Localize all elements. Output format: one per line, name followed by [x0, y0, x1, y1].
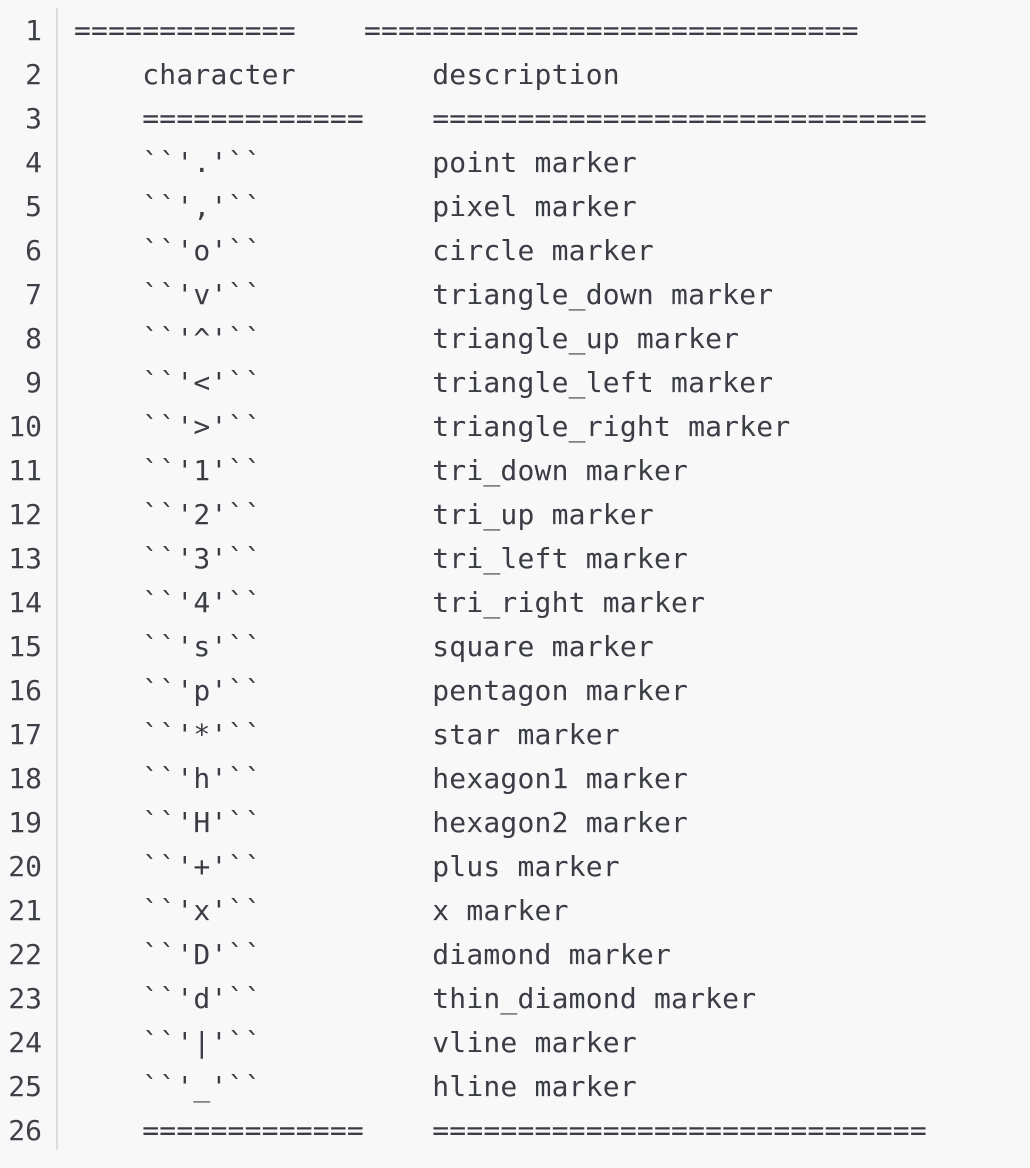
line-text[interactable]: ``'d'`` thin_diamond marker [74, 982, 757, 1015]
line-number: 9 [25, 366, 42, 399]
code-line[interactable]: 21 ``'x'`` x marker [0, 889, 1030, 933]
line-text[interactable]: ``'p'`` pentagon marker [74, 674, 689, 707]
line-text[interactable]: ``'<'`` triangle_left marker [74, 366, 774, 399]
line-number: 16 [8, 674, 42, 707]
line-number: 13 [8, 542, 42, 575]
code-line[interactable]: 13 ``'3'`` tri_left marker [0, 537, 1030, 581]
line-text[interactable]: ``'.'`` point marker [74, 146, 637, 179]
line-number: 7 [25, 278, 42, 311]
code-line[interactable]: 26 ============= =======================… [0, 1109, 1030, 1153]
line-text[interactable]: ``'D'`` diamond marker [74, 938, 672, 971]
code-line[interactable]: 22 ``'D'`` diamond marker [0, 933, 1030, 977]
code-line[interactable]: 6 ``'o'`` circle marker [0, 229, 1030, 273]
line-text[interactable]: ``'^'`` triangle_up marker [74, 322, 740, 355]
code-line[interactable]: 11 ``'1'`` tri_down marker [0, 449, 1030, 493]
code-line[interactable]: 9 ``'<'`` triangle_left marker [0, 361, 1030, 405]
line-text[interactable]: ``'_'`` hline marker [74, 1070, 637, 1103]
code-line[interactable]: 12 ``'2'`` tri_up marker [0, 493, 1030, 537]
line-text[interactable]: ``'*'`` star marker [74, 718, 620, 751]
line-text[interactable]: ``'2'`` tri_up marker [74, 498, 654, 531]
line-number: 12 [8, 498, 42, 531]
line-number: 2 [25, 58, 42, 91]
line-number: 10 [8, 410, 42, 443]
line-number: 5 [25, 190, 42, 223]
line-text[interactable]: ``'H'`` hexagon2 marker [74, 806, 689, 839]
code-line[interactable]: 16 ``'p'`` pentagon marker [0, 669, 1030, 713]
code-line[interactable]: 4 ``'.'`` point marker [0, 141, 1030, 185]
line-number: 11 [8, 454, 42, 487]
line-number: 25 [8, 1070, 42, 1103]
line-number: 15 [8, 630, 42, 663]
line-text[interactable]: ============= ==========================… [74, 14, 859, 47]
line-text[interactable]: ============= ==========================… [74, 102, 927, 135]
code-line[interactable]: 23 ``'d'`` thin_diamond marker [0, 977, 1030, 1021]
code-line[interactable]: 25 ``'_'`` hline marker [0, 1065, 1030, 1109]
code-line[interactable]: 2 character description [0, 53, 1030, 97]
line-number: 18 [8, 762, 42, 795]
code-line[interactable]: 8 ``'^'`` triangle_up marker [0, 317, 1030, 361]
code-line[interactable]: 17 ``'*'`` star marker [0, 713, 1030, 757]
line-text[interactable]: ``'x'`` x marker [74, 894, 569, 927]
line-text[interactable]: ``'>'`` triangle_right marker [74, 410, 791, 443]
line-number: 3 [25, 102, 42, 135]
line-text[interactable]: ``'s'`` square marker [74, 630, 654, 663]
line-text[interactable]: ``'v'`` triangle_down marker [74, 278, 774, 311]
line-number: 23 [8, 982, 42, 1015]
line-text[interactable]: ``'|'`` vline marker [74, 1026, 637, 1059]
line-text[interactable]: ``'1'`` tri_down marker [74, 454, 689, 487]
code-line[interactable]: 24 ``'|'`` vline marker [0, 1021, 1030, 1065]
code-line[interactable]: 1 ============= =========================… [0, 9, 1030, 53]
line-number: 4 [25, 146, 42, 179]
code-line[interactable]: 14 ``'4'`` tri_right marker [0, 581, 1030, 625]
line-number: 22 [8, 938, 42, 971]
gutter-divider [56, 8, 58, 1150]
line-text[interactable]: ``'3'`` tri_left marker [74, 542, 689, 575]
line-text[interactable]: ``'o'`` circle marker [74, 234, 654, 267]
code-line[interactable]: 18 ``'h'`` hexagon1 marker [0, 757, 1030, 801]
line-number: 14 [8, 586, 42, 619]
line-number: 21 [8, 894, 42, 927]
code-line[interactable]: 10 ``'>'`` triangle_right marker [0, 405, 1030, 449]
line-number: 6 [25, 234, 42, 267]
code-line[interactable]: 5 ``','`` pixel marker [0, 185, 1030, 229]
line-number: 26 [8, 1114, 42, 1147]
line-number: 8 [25, 322, 42, 355]
line-text[interactable]: ``'+'`` plus marker [74, 850, 620, 883]
line-number: 17 [8, 718, 42, 751]
line-number: 1 [25, 14, 42, 47]
line-text[interactable]: ============= ==========================… [74, 1114, 927, 1147]
line-number: 24 [8, 1026, 42, 1059]
code-line[interactable]: 15 ``'s'`` square marker [0, 625, 1030, 669]
code-line[interactable]: 7 ``'v'`` triangle_down marker [0, 273, 1030, 317]
code-line[interactable]: 20 ``'+'`` plus marker [0, 845, 1030, 889]
code-line[interactable]: 19 ``'H'`` hexagon2 marker [0, 801, 1030, 845]
line-text[interactable]: ``'4'`` tri_right marker [74, 586, 706, 619]
line-number: 20 [8, 850, 42, 883]
line-text[interactable]: ``','`` pixel marker [74, 190, 637, 223]
line-number: 19 [8, 806, 42, 839]
code-line[interactable]: 3 ============= ========================… [0, 97, 1030, 141]
line-text[interactable]: ``'h'`` hexagon1 marker [74, 762, 689, 795]
line-text[interactable]: character description [74, 58, 620, 91]
